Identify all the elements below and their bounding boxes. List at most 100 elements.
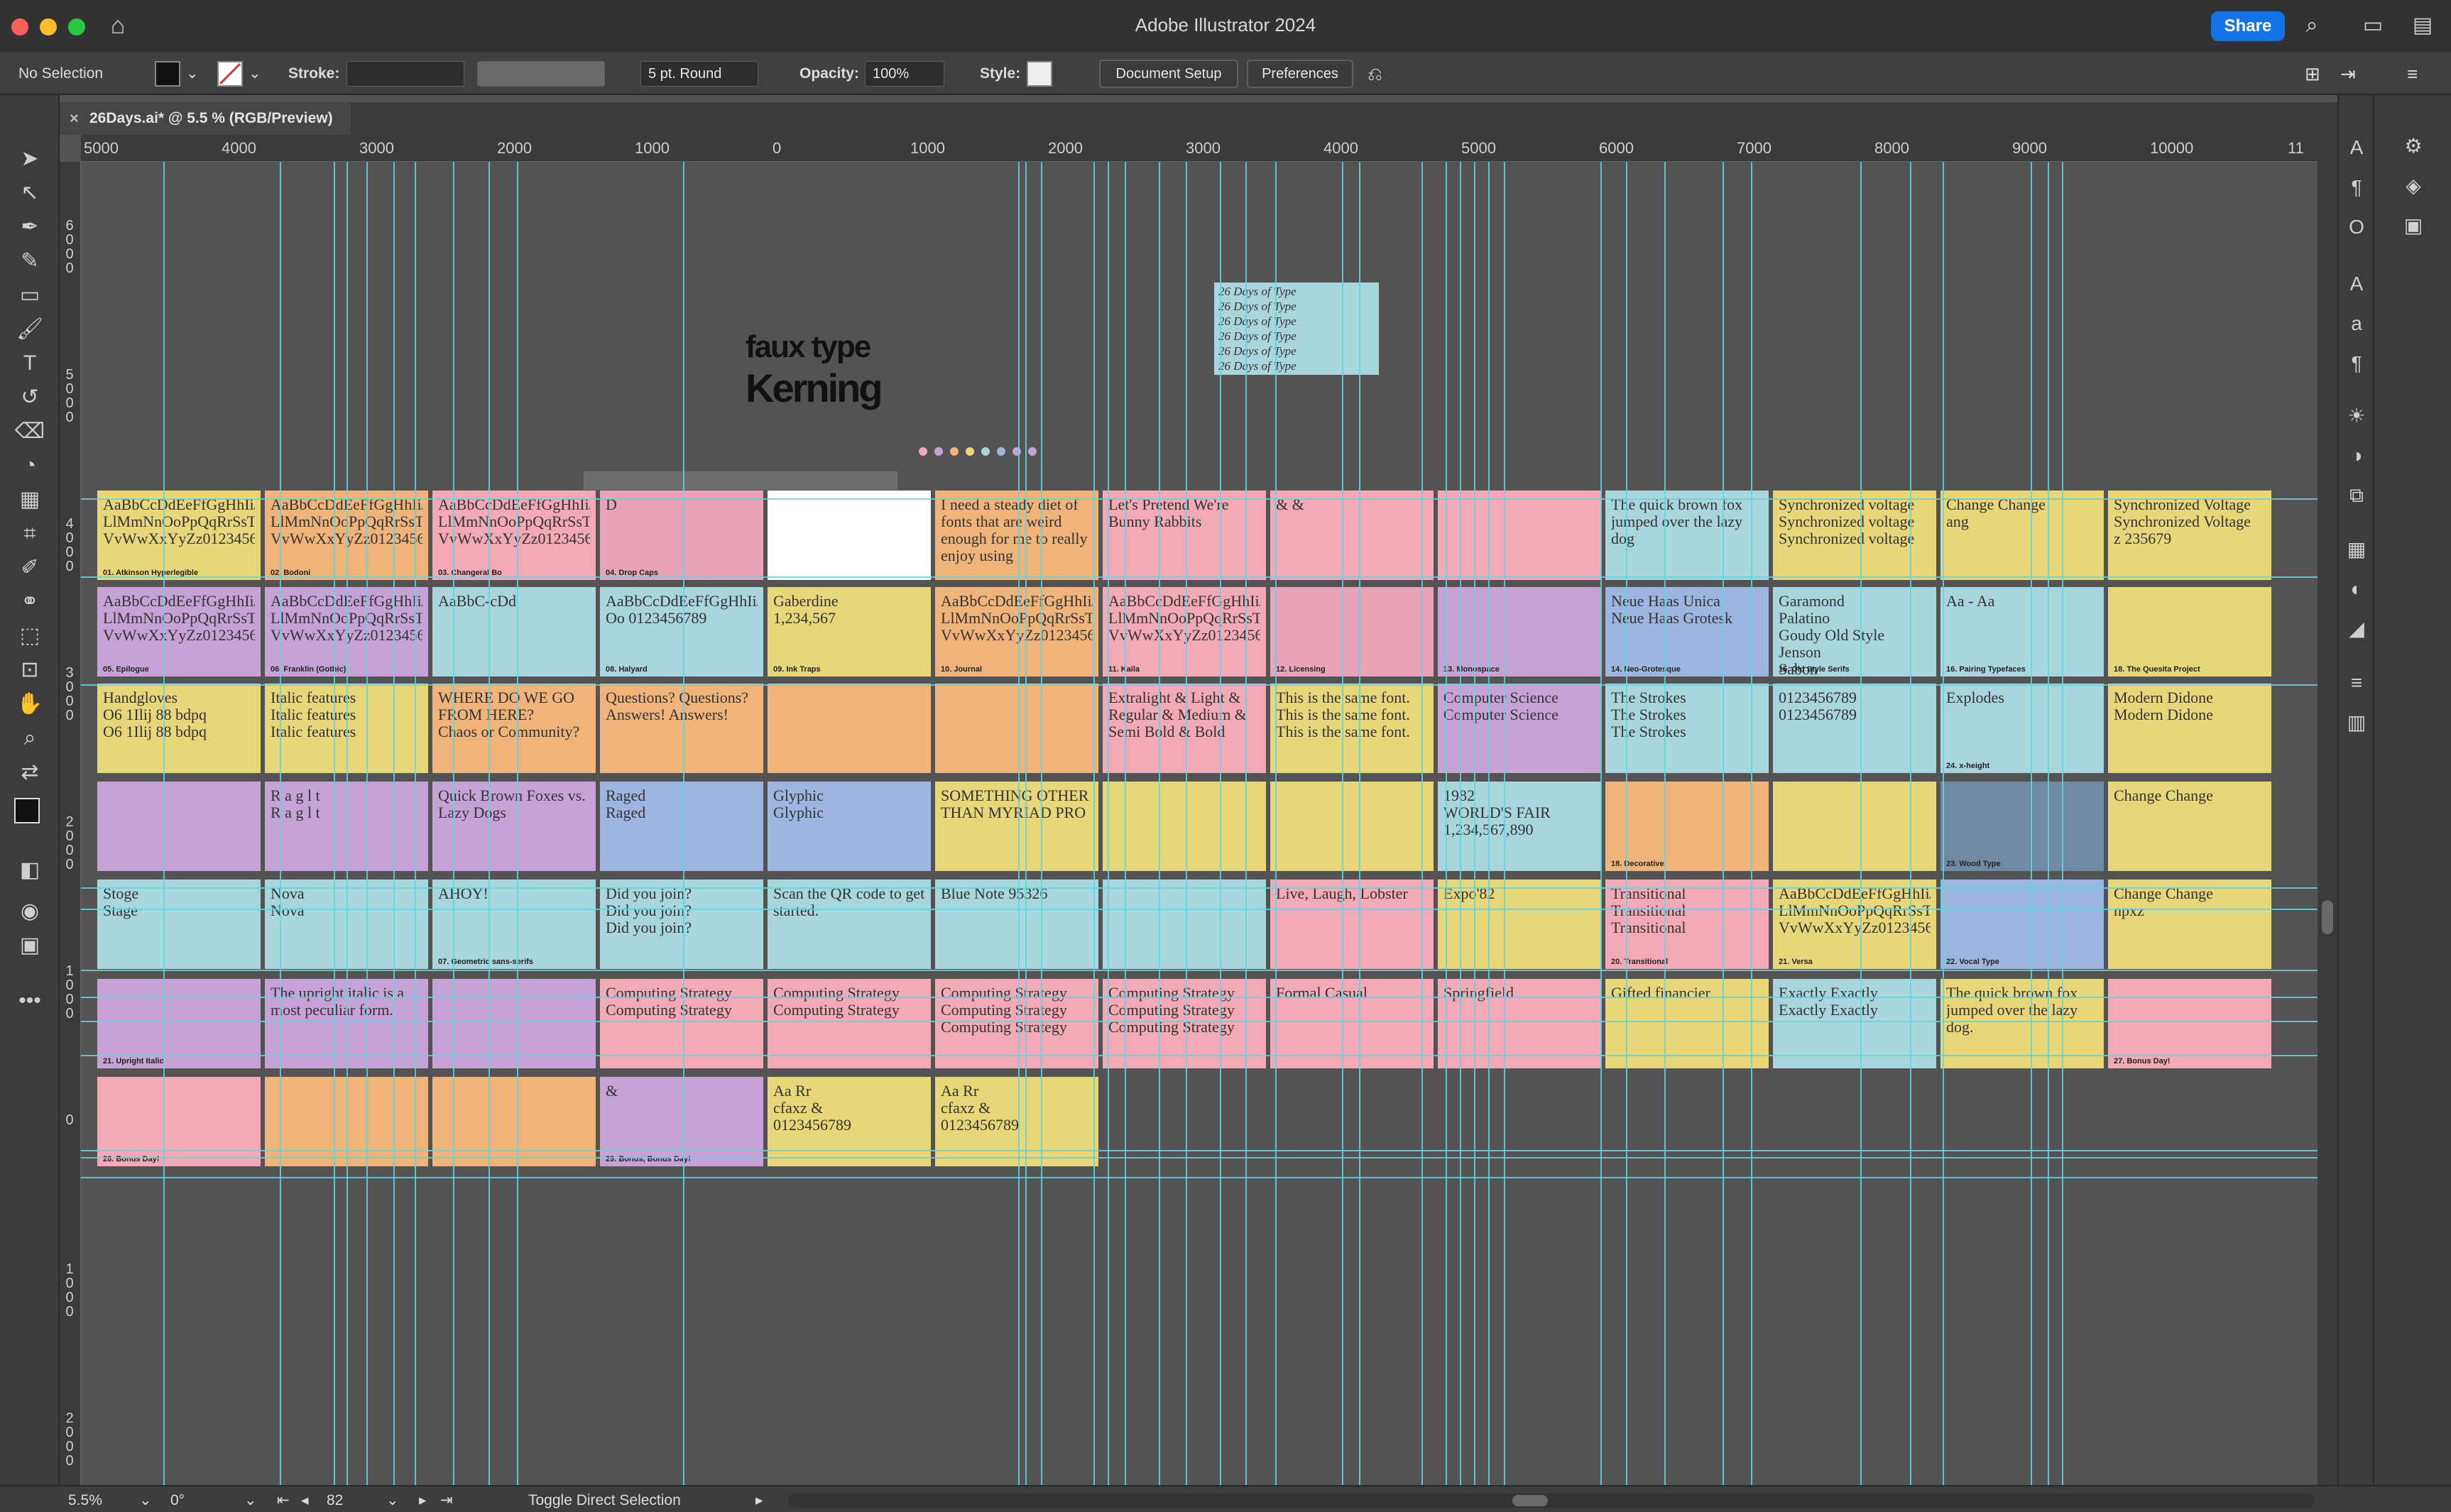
vertical-guide[interactable] [1488, 162, 1490, 1485]
chevron-down-icon[interactable]: ⌄ [249, 65, 261, 82]
selection-tool-icon[interactable]: ➤ [21, 147, 39, 170]
artboard[interactable]: AaBbC-cDd [432, 586, 596, 677]
fill-swatch[interactable] [155, 61, 180, 87]
artboard[interactable]: AaBbCcDdEeFfGgHhIiJjKk LlMmNnOoPpQqRrSsT… [1102, 586, 1267, 677]
document-setup-button[interactable]: Document Setup [1099, 60, 1238, 88]
eyedropper-tool-icon[interactable]: ✐ [21, 556, 39, 579]
artboard[interactable] [97, 781, 261, 872]
zoom-tool-icon[interactable]: ⌕ [23, 726, 36, 750]
artboard-canvas[interactable]: faux type Kerning 26 Days of Type 26 Day… [81, 162, 2318, 1485]
vertical-guide[interactable] [1474, 162, 1475, 1485]
artboard[interactable]: 1982 WORLD'S FAIR 1,234,567,890 [1437, 781, 1602, 872]
layers-icon[interactable]: ◈ [2406, 175, 2421, 197]
zoom-level[interactable]: 5.5% [68, 1492, 102, 1508]
color-dot[interactable] [934, 447, 943, 456]
workspace-icon[interactable]: ▭ [2362, 13, 2384, 37]
type-tool-icon[interactable]: T [23, 351, 37, 375]
artboard[interactable]: Aa Rr cfaxz & 0123456789 [767, 1076, 932, 1167]
vertical-guide[interactable] [415, 162, 416, 1485]
panels-icon[interactable]: ▤ [2412, 13, 2433, 37]
horizontal-guide[interactable] [81, 1021, 2318, 1022]
vertical-guide[interactable] [1093, 162, 1095, 1485]
opacity-field[interactable]: 100% [865, 61, 944, 87]
artboard[interactable] [1270, 781, 1434, 872]
stroke-weight-field[interactable] [346, 61, 464, 87]
vertical-guide[interactable] [683, 162, 684, 1485]
draw-mode-icon[interactable]: ◉ [20, 899, 40, 923]
transform-panel-icon[interactable]: ⧉ [2349, 484, 2364, 506]
minimize-window-button[interactable] [40, 18, 57, 35]
vertical-guide[interactable] [1041, 162, 1042, 1485]
vertical-guide[interactable] [1125, 162, 1126, 1485]
tab-26days[interactable]: × 26Days.ai* @ 5.5 % (RGB/Preview) [60, 102, 351, 135]
zoom-window-button[interactable] [68, 18, 85, 35]
eraser-tool-icon[interactable]: ⌫ [14, 420, 45, 443]
hand-tool-icon[interactable]: ✋ [16, 692, 43, 716]
vertical-guide[interactable] [1025, 162, 1027, 1485]
artboard[interactable]: Questions? Questions? Answers! Answers! [599, 683, 764, 774]
horizontal-guide[interactable] [81, 576, 2318, 578]
vertical-guide[interactable] [1910, 162, 1911, 1485]
search-icon[interactable]: ⌕ [2305, 13, 2318, 37]
vertical-guide[interactable] [346, 162, 348, 1485]
artboard[interactable]: Let's Pretend We're Bunny Rabbits [1102, 490, 1267, 581]
vertical-guide[interactable] [1751, 162, 1752, 1485]
artboard[interactable]: Expo'82 [1437, 879, 1602, 970]
brush-definition-field[interactable]: 5 pt. Round [640, 61, 758, 87]
artboard[interactable]: Garamond Palatino Goudy Old Style Jenson… [1772, 586, 1937, 677]
horizontal-guide[interactable] [81, 1177, 2318, 1178]
rectangle-tool-icon[interactable]: ▭ [19, 283, 40, 307]
color-mode-icon[interactable]: ◧ [19, 858, 40, 882]
horizontal-guide[interactable] [81, 1055, 2318, 1056]
artboard[interactable] [432, 1076, 596, 1167]
horizontal-guide[interactable] [81, 1150, 2318, 1151]
vertical-guide[interactable] [1018, 162, 1020, 1485]
artboard[interactable]: Extralight & Light & Regular & Medium & … [1102, 683, 1267, 774]
color-dot[interactable] [997, 447, 1005, 456]
swatches-icon[interactable]: ▦ [2347, 538, 2367, 560]
vertical-guide[interactable] [1723, 162, 1724, 1485]
artboard[interactable] [1102, 879, 1267, 970]
previous-artboard-icon[interactable]: ◂ [301, 1492, 309, 1508]
next-artboard-icon[interactable]: ▸ [419, 1492, 427, 1508]
color-dot[interactable] [1028, 447, 1037, 456]
close-tab-icon[interactable]: × [70, 109, 79, 127]
horizontal-guide[interactable] [81, 997, 2318, 998]
horizontal-guide[interactable] [81, 970, 2318, 971]
vertical-guide[interactable] [1275, 162, 1277, 1485]
opentype-icon[interactable]: O [2349, 216, 2364, 238]
home-icon[interactable]: ⌂ [110, 12, 126, 39]
direct-selection-tool-icon[interactable]: ↖ [21, 181, 39, 204]
vertical-guide[interactable] [2062, 162, 2063, 1485]
artboard[interactable]: 13. Monospace [1437, 586, 1602, 677]
preferences-button[interactable]: Preferences [1247, 60, 1353, 88]
character-styles-icon[interactable]: A [2349, 273, 2364, 295]
vertical-guide[interactable] [1504, 162, 1505, 1485]
vertical-guide[interactable] [488, 162, 490, 1485]
artboard[interactable]: AaBbCcDdEeFfGgHhIiJjKk LlMmNnOoPpQqRrSsT… [432, 490, 596, 581]
gradient-tool-icon[interactable]: ▦ [19, 488, 40, 511]
libraries-icon[interactable]: ▣ [2403, 214, 2423, 236]
close-window-button[interactable] [11, 18, 28, 35]
artboard[interactable] [767, 490, 932, 581]
vertical-guide[interactable] [1186, 162, 1187, 1485]
artboard[interactable]: 22. Vocal Type [1940, 879, 2105, 970]
live-paint-tool-icon[interactable]: ⬚ [19, 624, 40, 647]
control-menu-icon[interactable]: ≡ [2407, 63, 2418, 84]
share-button[interactable]: Share [2211, 11, 2285, 41]
artboard[interactable]: Handgloves O6 1Ilij 88 bdpq O6 1Ilij 88 … [97, 683, 261, 774]
chevron-down-icon[interactable]: ⌄ [244, 1492, 257, 1508]
vertical-guide[interactable] [1159, 162, 1160, 1485]
horizontal-guide[interactable] [81, 498, 2318, 500]
stroke-swatch[interactable] [217, 61, 243, 87]
chevron-down-icon[interactable]: ⌄ [386, 1492, 399, 1508]
artboard[interactable]: Change Change [2107, 781, 2272, 872]
status-menu-icon[interactable]: ▸ [755, 1492, 763, 1508]
artboard[interactable]: Gifted financier [1605, 978, 1769, 1069]
artboard[interactable]: Did you join? Did you join? Did you join… [599, 879, 764, 970]
rotate-view-angle[interactable]: 0° [170, 1492, 185, 1508]
vertical-guide[interactable] [366, 162, 368, 1485]
